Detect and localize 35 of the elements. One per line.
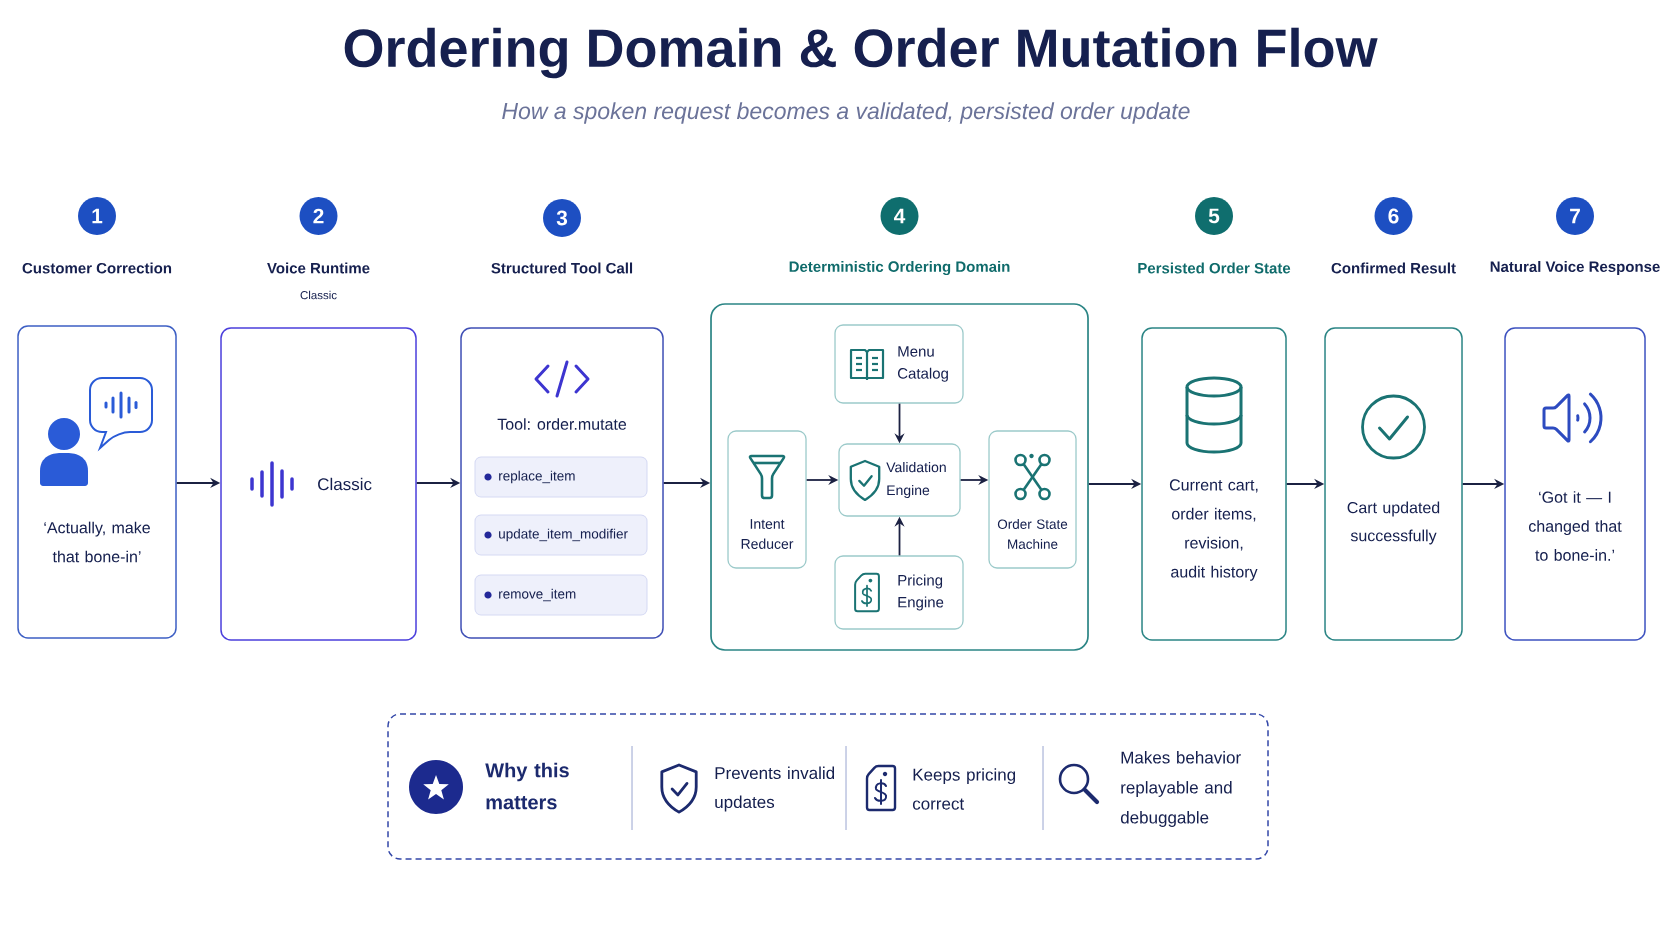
step-card: Cart updated successfully [1324, 327, 1463, 641]
step-badge: 1 [78, 197, 116, 235]
component-box: Pricing Engine [834, 555, 964, 630]
component-box: Validation Engine [838, 443, 961, 517]
step-heading: Confirmed Result [1331, 262, 1456, 274]
benefit-text: Prevents invalid updates [715, 766, 835, 812]
tool-pill: remove_item [474, 574, 648, 616]
step-heading: Customer Correction [22, 262, 172, 274]
mode-label: Classic [318, 477, 372, 491]
step-badge: 6 [1374, 197, 1413, 235]
benefit-text: Keeps pricing correct [912, 768, 1016, 810]
subtitle: How a spoken request becomes a validated, persisted order update [502, 102, 1190, 124]
subheading: Classic [300, 290, 337, 300]
panel-heading: Why this matters [485, 762, 569, 810]
title: Ordering Domain & Order Mutation Flow [344, 27, 1378, 79]
benefit-text: Makes behavior replayable and debuggable [1120, 751, 1241, 827]
tool-pill: replace_item [474, 456, 648, 498]
step-heading: Natural Voice Response [1490, 261, 1660, 275]
step-badge: 4 [880, 197, 919, 235]
step-heading: Deterministic Ordering Domain [789, 260, 1010, 276]
tool-pill: update_item_modifier [474, 514, 648, 556]
step-heading: Persisted Order State [1138, 262, 1291, 274]
step-badge: 2 [299, 197, 338, 235]
component-box: Order State Machine [988, 430, 1077, 569]
step-badge: 3 [543, 199, 581, 237]
step-badge: 5 [1195, 197, 1233, 235]
step-card: ‘Got it — I changed that to bone-in.’ [1504, 327, 1646, 641]
component-box: Menu Catalog [834, 324, 964, 404]
step-heading: Structured Tool Call [491, 262, 633, 274]
step-card: Current cart, order items, revision, audit history [1141, 327, 1287, 641]
step-heading: Voice Runtime [267, 262, 370, 274]
step-card: ‘Actually, make that bone-in’ [17, 325, 177, 639]
step-badge: 7 [1556, 197, 1594, 235]
tool-name: Tool: order.mutate [497, 418, 627, 430]
component-box: Intent Reducer [727, 430, 807, 569]
